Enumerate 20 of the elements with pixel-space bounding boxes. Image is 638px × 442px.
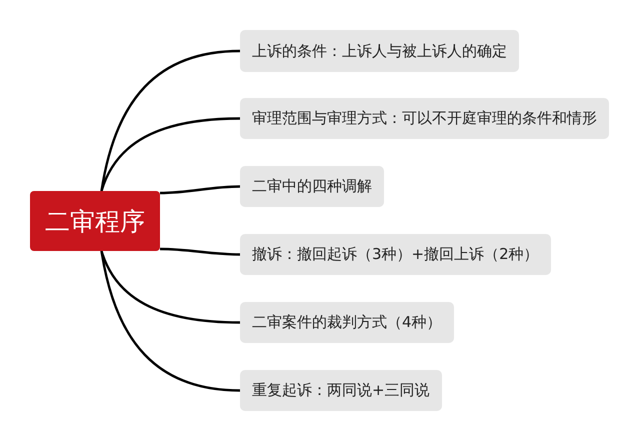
subtopic-label: 重复起诉：两同说+三同说 xyxy=(252,383,430,398)
subtopic-box xyxy=(240,234,551,275)
subtopic-label: 审理范围与审理方式：可以不开庭审理的条件和情形 xyxy=(252,111,597,126)
subtopic-label: 二审案件的裁判方式（4种） xyxy=(252,315,442,330)
connector-line xyxy=(100,250,240,324)
connector-line xyxy=(100,50,240,192)
subtopic-box xyxy=(240,98,609,139)
central-topic-label: 二审程序 xyxy=(45,208,145,234)
subtopic-box xyxy=(240,302,454,343)
subtopic-label: 上诉的条件：上诉人与被上诉人的确定 xyxy=(252,44,507,58)
connector-line xyxy=(100,250,240,392)
subtopic-label: 二审中的四种调解 xyxy=(252,179,372,194)
subtopic-label: 撤诉：撤回起诉（3种）+撤回上诉（2种） xyxy=(252,247,539,262)
subtopic-box xyxy=(240,166,384,207)
central-topic-box xyxy=(30,191,160,251)
subtopic-box xyxy=(240,370,442,411)
connector-line xyxy=(160,248,240,256)
connector-line xyxy=(160,185,240,194)
connector-line xyxy=(100,117,240,192)
subtopic-box xyxy=(240,30,519,72)
